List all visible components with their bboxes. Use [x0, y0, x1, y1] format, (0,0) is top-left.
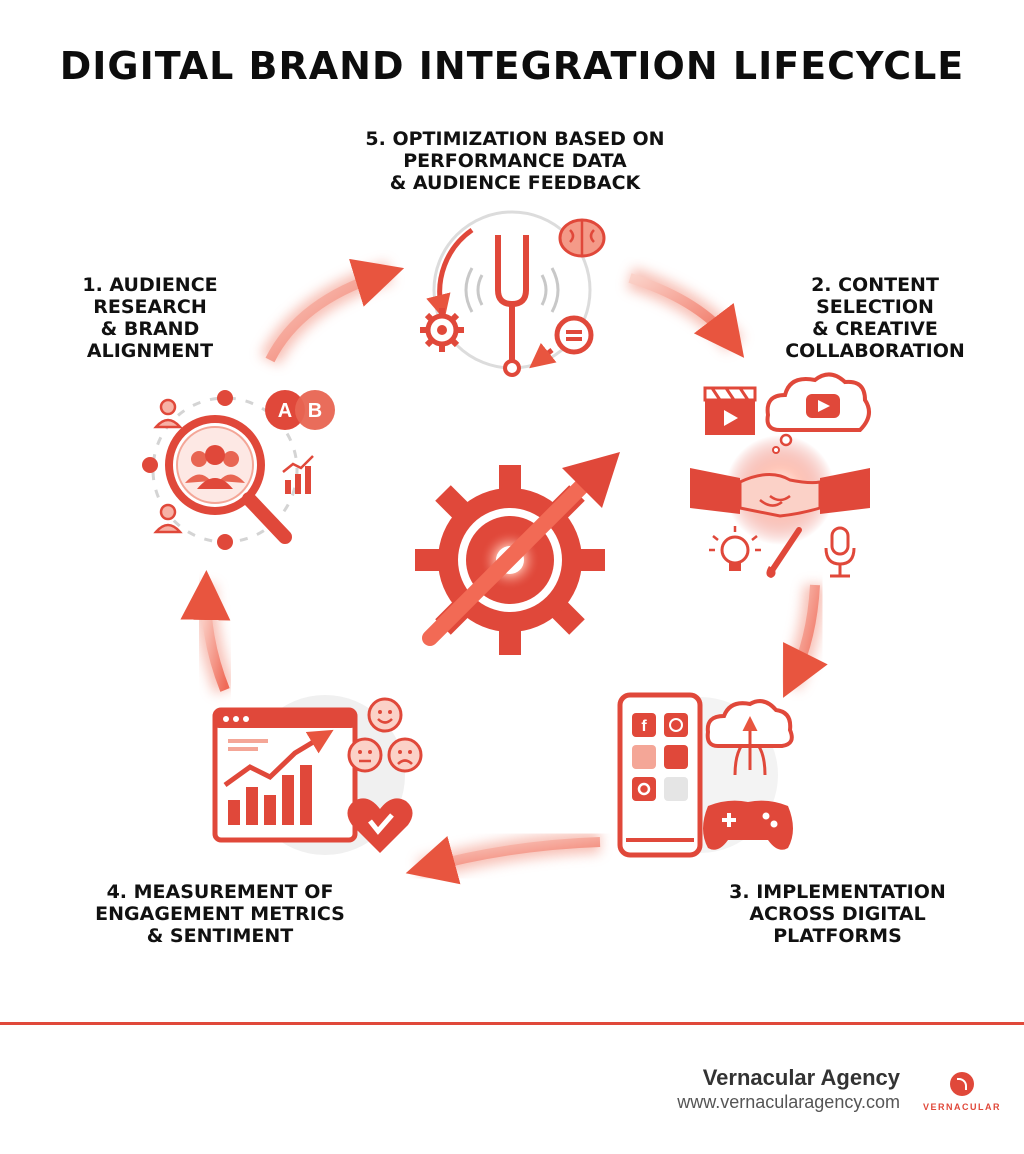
browser-chart-icon: [212, 707, 358, 843]
cycle-arrow-1-to-5: [260, 258, 405, 366]
handshake-icon: [690, 468, 870, 518]
gear-icon: [420, 308, 464, 352]
content-collaboration-icon: [690, 372, 871, 578]
logo-mark-icon: [950, 1072, 974, 1096]
gear-growth-arrow-icon: [415, 452, 620, 655]
ab-test-icon: A B: [265, 390, 335, 430]
optimization-icon: [420, 210, 606, 377]
lightbulb-icon: [709, 526, 761, 571]
cycle-arrow-2-to-3: [780, 584, 828, 698]
lifecycle-diagram: A B: [142, 210, 871, 885]
step-2-label: 2. CONTENT SELECTION & CREATIVE COLLABOR…: [785, 274, 965, 362]
microphone-icon: [824, 526, 856, 578]
cloud-upload-icon: [705, 699, 794, 776]
neutral-face-icon: [347, 737, 383, 773]
svg-text:f: f: [641, 718, 647, 735]
smartphone-icon: f: [617, 692, 703, 858]
footer-divider: [0, 1022, 1024, 1025]
gamepad-icon: [703, 800, 793, 850]
company-name: Vernacular Agency: [702, 1065, 900, 1090]
step-3-label: 3. IMPLEMENTATION ACROSS DIGITAL PLATFOR…: [729, 881, 946, 947]
heart-check-icon: [347, 798, 413, 853]
company-url[interactable]: www.vernacularagency.com: [677, 1092, 900, 1112]
audience-research-icon: A B: [142, 390, 335, 550]
engagement-metrics-icon: [212, 695, 423, 855]
digital-platforms-icon: f: [617, 692, 794, 858]
cycle-arrow-5-to-2: [626, 267, 745, 358]
step-4-label: 4. MEASUREMENT OF ENGAGEMENT METRICS & S…: [95, 881, 345, 947]
paintbrush-icon: [766, 527, 802, 578]
ab-test-a: A: [278, 400, 292, 422]
step-5-label: 5. OPTIMIZATION BASED ON PERFORMANCE DAT…: [365, 128, 665, 194]
happy-face-icon: [367, 697, 403, 733]
sync-icon: [554, 315, 594, 355]
company-logo: VERNACULAR: [922, 1072, 1002, 1112]
magnifier-icon: [165, 415, 292, 544]
clapperboard-icon: [703, 386, 757, 435]
ab-test-b: B: [308, 400, 322, 422]
cloud-video-icon: [765, 372, 871, 454]
sad-face-icon: [387, 737, 423, 773]
cycle-arrow-3-to-4: [405, 831, 601, 885]
mini-chart-icon: [282, 455, 314, 494]
step-1-label: 1. AUDIENCE RESEARCH & BRAND ALIGNMENT: [82, 274, 218, 362]
logo-text: VERNACULAR: [923, 1102, 1001, 1112]
page-title: DIGITAL BRAND INTEGRATION LIFECYCLE: [59, 44, 965, 88]
brain-icon: [558, 218, 606, 258]
cycle-arrow-4-to-1: [180, 570, 236, 695]
person-icon: [153, 503, 183, 534]
person-icon: [153, 398, 183, 429]
